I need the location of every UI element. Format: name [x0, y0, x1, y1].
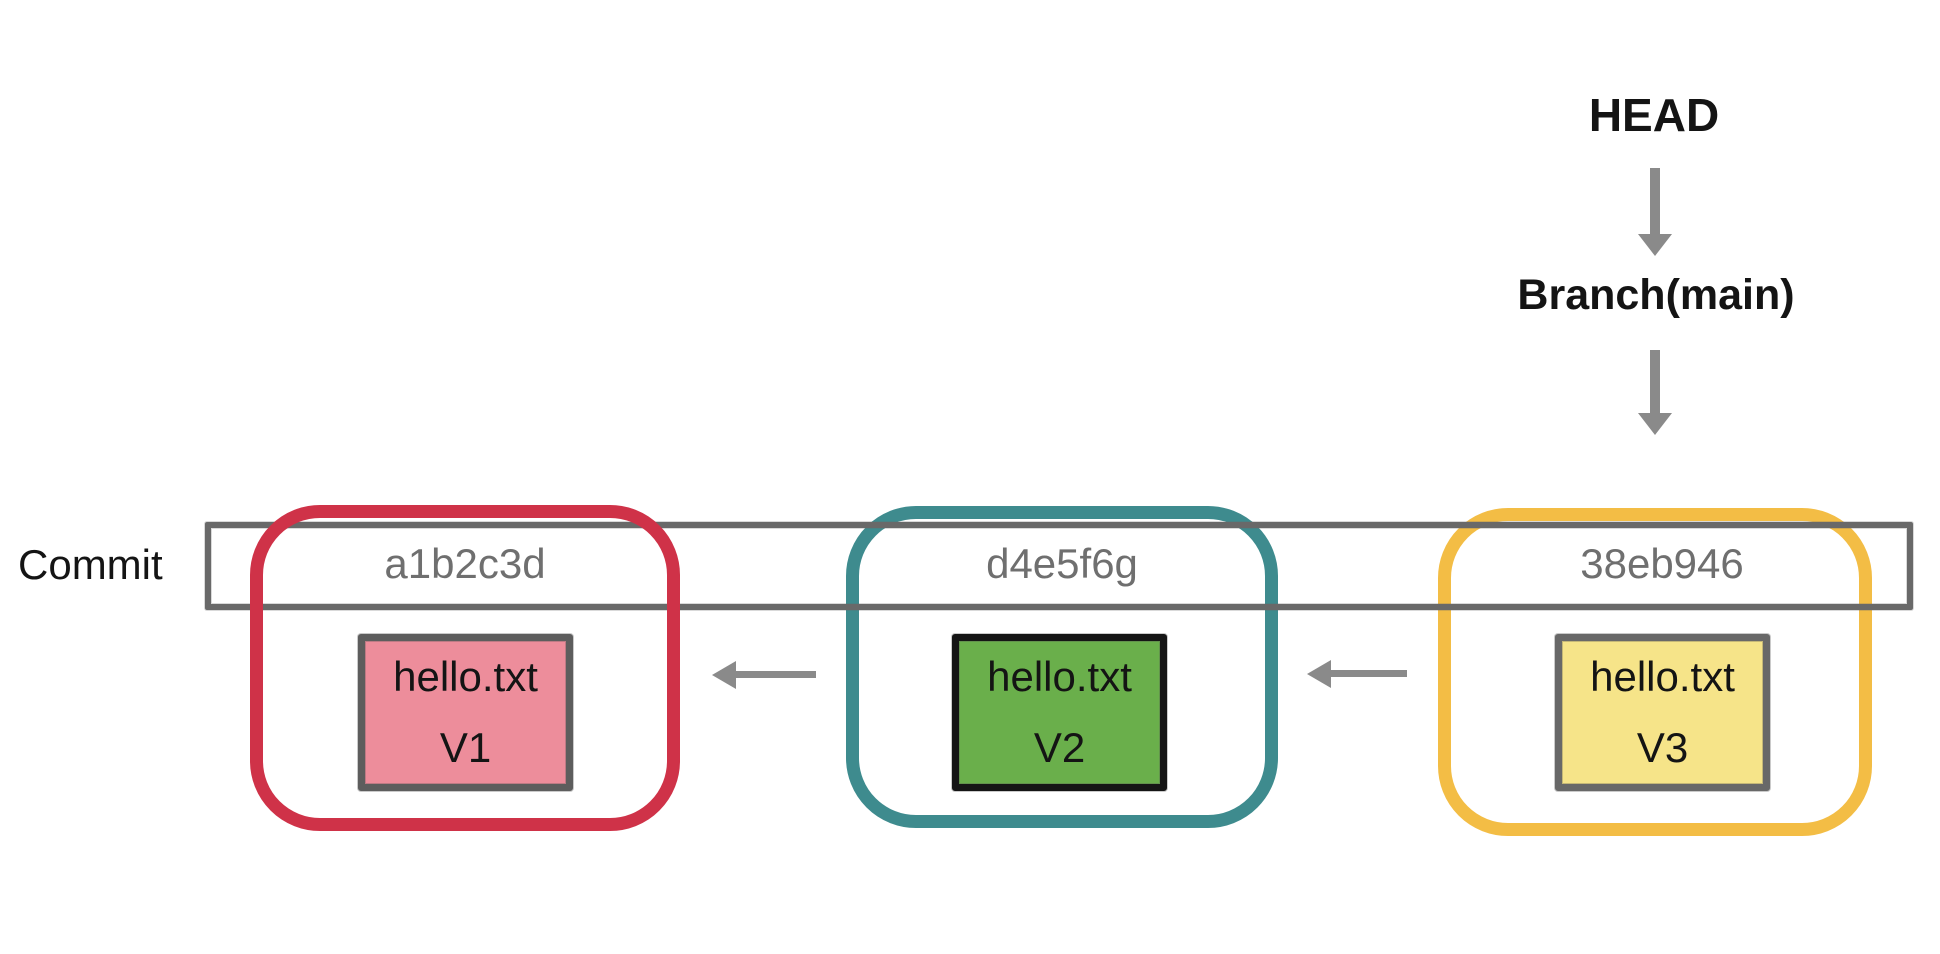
file-box-v3: hello.txt V3: [1555, 634, 1770, 791]
commit-hash-label: d4e5f6g: [986, 540, 1138, 587]
commit-row-band: [205, 522, 1913, 610]
file-name-label: hello.txt: [987, 652, 1132, 700]
file-version-label: V2: [1033, 724, 1086, 772]
file-version-label: V3: [1636, 724, 1689, 772]
head-label: HEAD: [1588, 89, 1720, 141]
branch-main-label: Branch(main): [1517, 271, 1795, 319]
commit-card-v2: [846, 506, 1278, 828]
commit-row-label: Commit: [18, 541, 163, 588]
left-arrow-icon: [736, 671, 816, 678]
commit-card-v1: [250, 505, 680, 831]
file-name-label: hello.txt: [393, 652, 538, 700]
down-arrow-icon: [1650, 350, 1660, 413]
down-arrow-icon: [1650, 168, 1660, 234]
commit-hash-label: a1b2c3d: [384, 540, 546, 587]
file-box-v1: hello.txt V1: [358, 634, 573, 791]
commit-card-v3: [1438, 508, 1872, 836]
left-arrow-icon: [1331, 670, 1407, 677]
commit-hash-label: 38eb946: [1580, 540, 1744, 587]
file-name-label: hello.txt: [1590, 652, 1735, 700]
file-version-label: V1: [439, 724, 492, 772]
file-box-v2: hello.txt V2: [952, 634, 1167, 791]
